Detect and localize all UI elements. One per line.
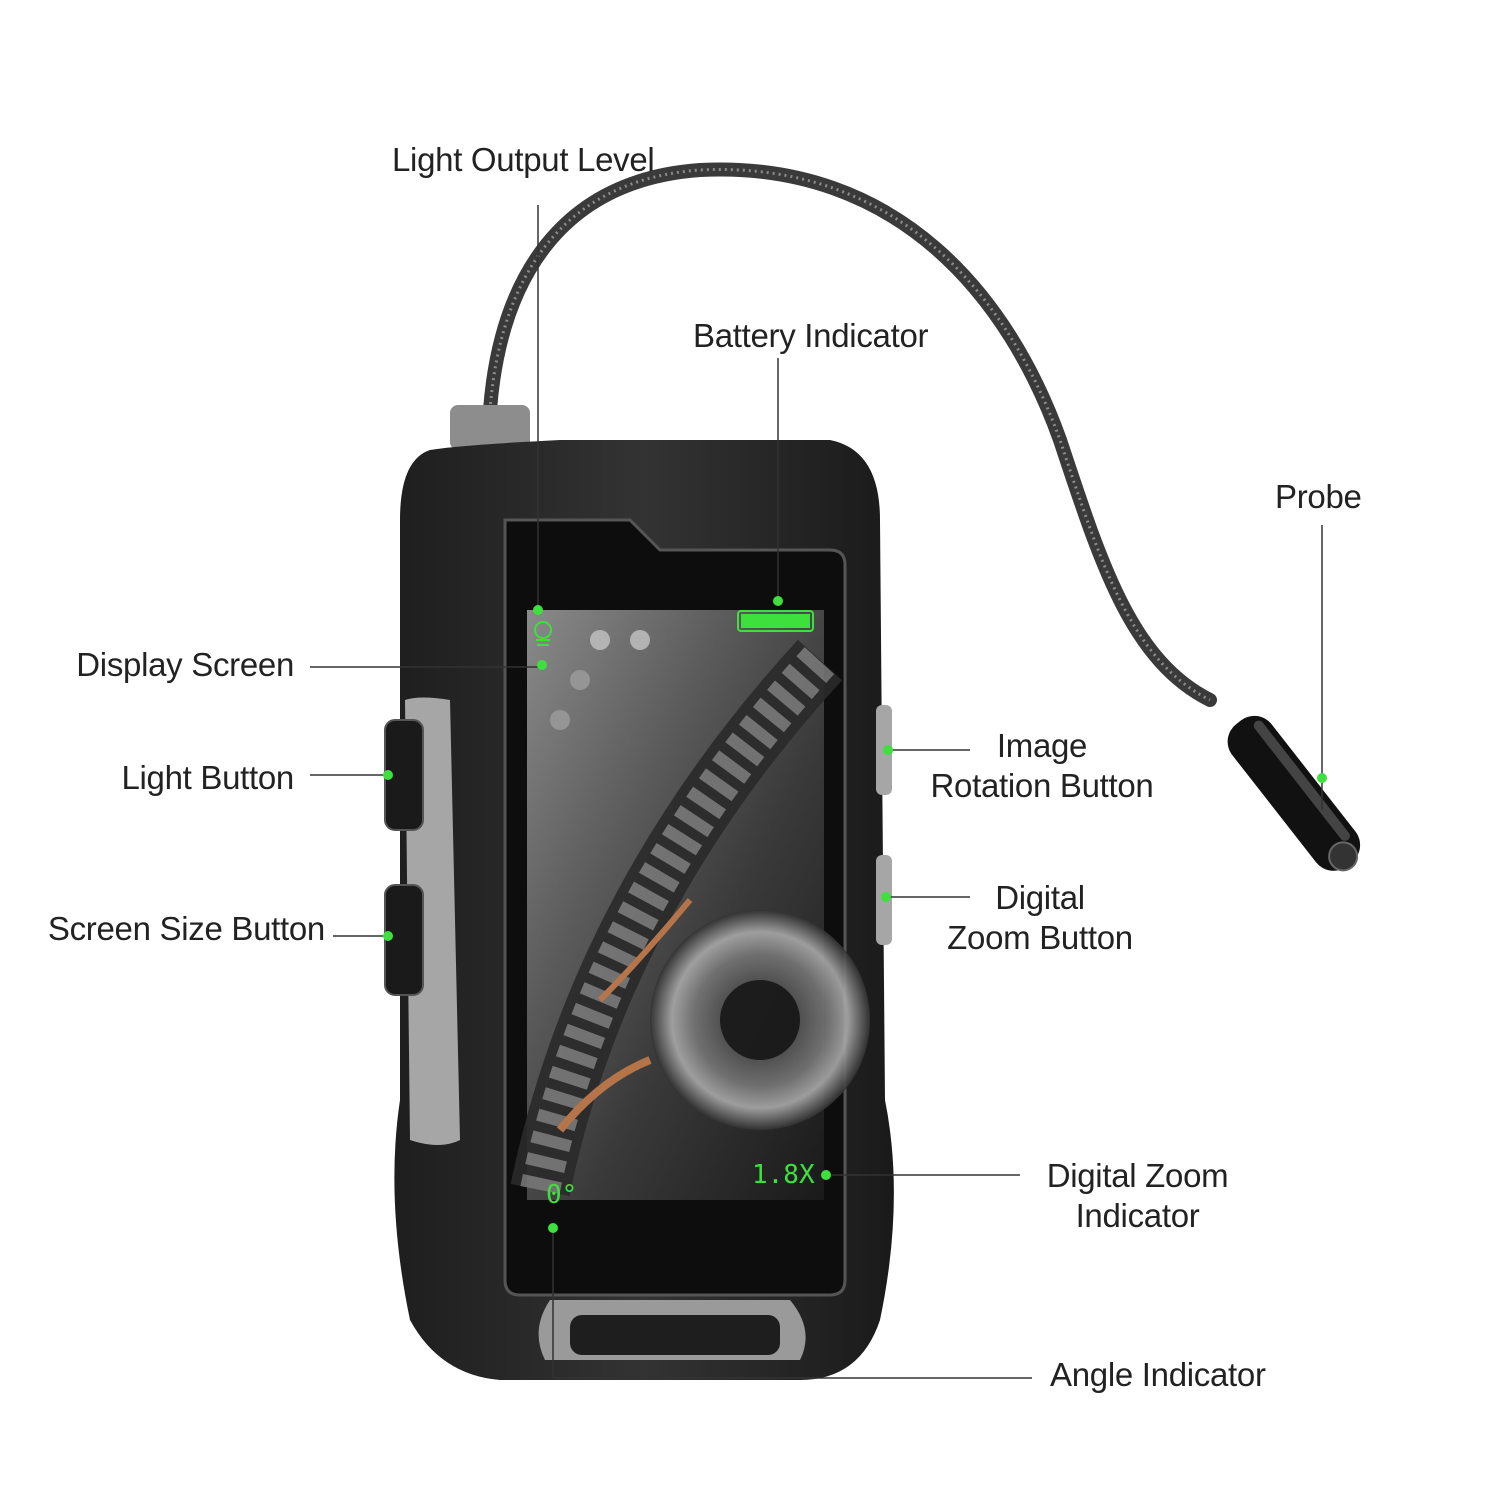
label-screen-size-button: Screen Size Button	[47, 910, 325, 947]
label-zoom-indicator-line2: Indicator	[1075, 1197, 1200, 1234]
label-battery-indicator: Battery Indicator	[693, 317, 929, 354]
label-image-rotation-button: Image Rotation Button	[922, 726, 1162, 806]
battery-icon	[737, 610, 814, 632]
label-digital-zoom-indicator: Digital Zoom Indicator	[1040, 1156, 1235, 1236]
callout-markers	[383, 596, 1327, 1233]
label-light-output-level: Light Output Level	[392, 141, 655, 178]
label-image-rotation-line1: Image	[996, 727, 1088, 764]
leader-lines	[310, 205, 1323, 1379]
label-angle-indicator: Angle Indicator	[1050, 1356, 1266, 1393]
label-digital-zoom-button: Digital Zoom Button	[940, 878, 1140, 958]
label-digital-zoom-line1: Digital	[995, 879, 1085, 916]
angle-readout: 0°	[546, 1180, 578, 1210]
label-probe: Probe	[1275, 478, 1362, 515]
label-image-rotation-line2: Rotation Button	[930, 767, 1154, 804]
light-level-icon	[534, 621, 552, 646]
label-digital-zoom-line2: Zoom Button	[947, 919, 1133, 956]
probe-head	[1227, 715, 1361, 872]
label-display-screen: Display Screen	[76, 646, 294, 683]
cable-connector	[450, 405, 530, 450]
label-light-button: Light Button	[121, 759, 294, 796]
zoom-readout: 1.8X	[752, 1160, 815, 1190]
label-zoom-indicator-line1: Digital Zoom	[1046, 1157, 1229, 1194]
screen-motor-image	[510, 630, 870, 1197]
